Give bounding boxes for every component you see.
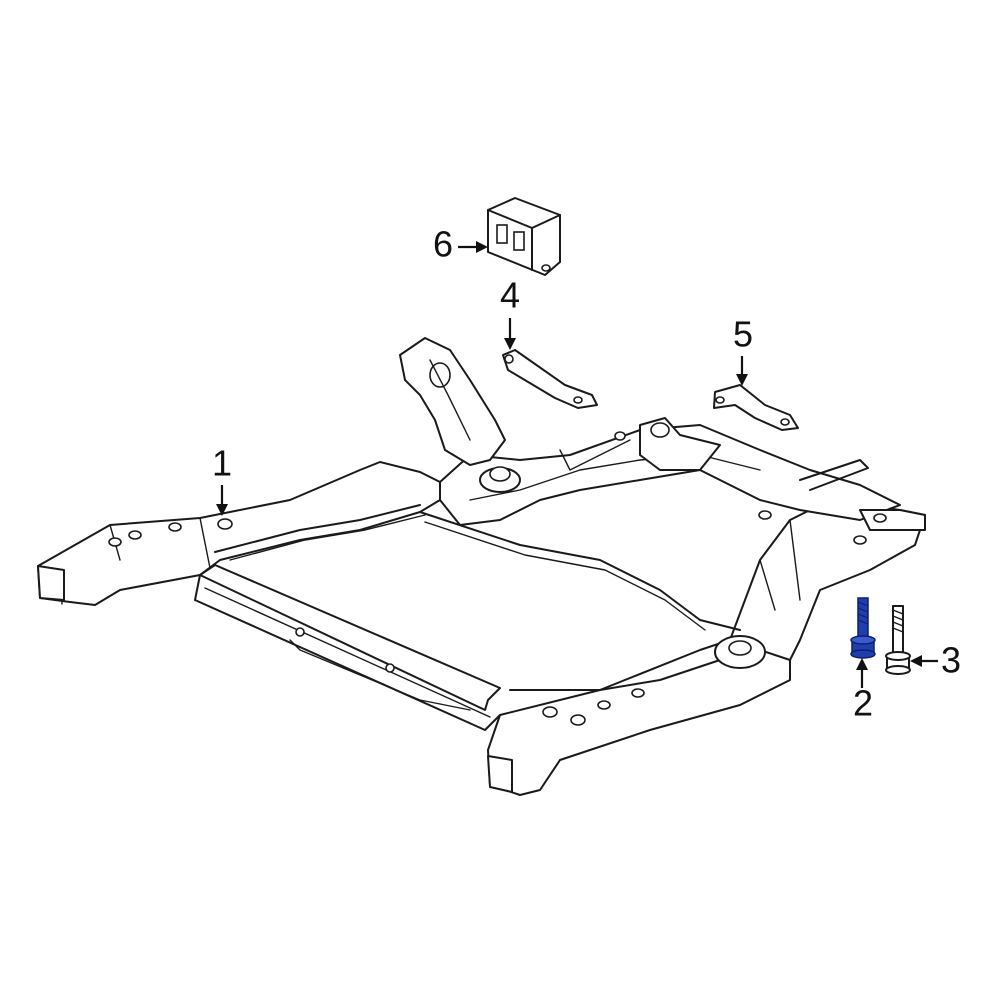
- mount-part[interactable]: [487, 197, 561, 276]
- callout-arrow-3: [910, 655, 938, 667]
- callout-label-2: 2: [853, 683, 873, 724]
- callout-label-4: 4: [500, 275, 520, 316]
- bolt-part-3[interactable]: [885, 605, 911, 675]
- bolt-part-2[interactable]: [850, 597, 876, 659]
- callout-arrow-4: [504, 318, 516, 350]
- callout-label-6: 6: [433, 224, 453, 265]
- callout-label-1: 1: [212, 443, 232, 484]
- bracket-part-4[interactable]: [502, 349, 598, 409]
- callout-arrow-1: [216, 485, 228, 516]
- callout-label-3: 3: [941, 640, 961, 681]
- callout-arrow-5: [736, 356, 748, 386]
- bracket-part-5[interactable]: [713, 384, 799, 431]
- callout-arrow-6: [458, 241, 488, 253]
- callout-label-5: 5: [733, 314, 753, 355]
- subframe-part[interactable]: [37, 337, 926, 796]
- callout-arrow-2: [856, 658, 868, 688]
